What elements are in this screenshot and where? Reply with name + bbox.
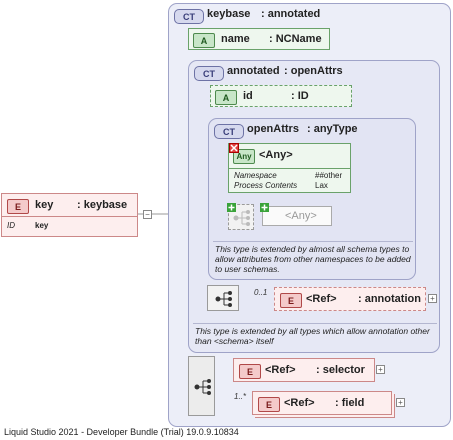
complex-type-name: openAttrs: [247, 123, 299, 135]
cardinality: 0..1: [254, 288, 268, 297]
type-note: This type is extended by all types which…: [195, 326, 430, 346]
root-element-key[interactable]: E key : keybase ID key: [1, 193, 138, 237]
element-badge: E: [258, 397, 280, 412]
attribute-id[interactable]: A id : ID: [210, 85, 352, 107]
footer-text: Liquid Studio 2021 - Developer Bundle (T…: [4, 427, 239, 437]
expand-toggle[interactable]: +: [376, 365, 385, 374]
sequence-compositor[interactable]: [207, 285, 239, 311]
element-badge: E: [7, 199, 29, 214]
ref-name: : selector: [316, 364, 365, 376]
namespace-label: Namespace: [234, 171, 277, 180]
expand-toggle[interactable]: +: [428, 294, 437, 303]
type-note: This type is extended by almost all sche…: [215, 244, 411, 274]
expand-toggle[interactable]: +: [396, 398, 405, 407]
attribute-badge: A: [215, 90, 237, 105]
prohibited-icon: [229, 143, 239, 153]
element-ref-selector[interactable]: E <Ref> : selector: [233, 358, 375, 382]
complex-type-name: annotated: [227, 65, 280, 77]
cardinality: 1..*: [234, 392, 247, 401]
ref-name: : annotation: [358, 293, 421, 305]
element-ref-field[interactable]: E <Ref> : field: [252, 391, 392, 415]
complex-type-icon: CT: [214, 124, 244, 139]
any-label: <Any>: [259, 149, 293, 161]
complex-type-icon: CT: [174, 9, 204, 24]
process-label: Process Contents: [234, 181, 298, 190]
attribute-badge: A: [193, 33, 215, 48]
element-type: : keybase: [77, 199, 128, 211]
complex-type-icon: CT: [194, 66, 224, 81]
element-name: key: [35, 199, 54, 211]
element-badge: E: [239, 364, 261, 379]
attribute-name[interactable]: A name : NCName: [188, 28, 330, 50]
divider: [2, 216, 137, 217]
namespace-value: ##other: [315, 171, 343, 180]
element-badge: E: [280, 293, 302, 308]
complex-type-base: : anyType: [307, 123, 358, 135]
add-icon: [227, 203, 236, 212]
sequence-icon: [233, 210, 250, 226]
ref-label: <Ref>: [265, 364, 296, 376]
any-attribute[interactable]: Any <Any> Namespace ##other Process Cont…: [228, 143, 351, 193]
sequence-compositor[interactable]: [228, 204, 254, 230]
any-element[interactable]: <Any>: [262, 206, 332, 226]
divider: [193, 323, 437, 324]
complex-type-name: keybase: [207, 8, 251, 20]
complex-type-base: : annotated: [261, 8, 321, 20]
ref-label: <Ref>: [284, 397, 315, 409]
divider: [213, 241, 413, 242]
attribute-type: : NCName: [269, 33, 322, 45]
sequence-icon: [194, 379, 211, 395]
any-element-label: <Any>: [285, 210, 317, 222]
element-ref-annotation[interactable]: E <Ref> : annotation: [274, 287, 426, 311]
sequence-compositor[interactable]: [188, 356, 215, 416]
ref-name: : field: [335, 397, 365, 409]
collapse-toggle[interactable]: −: [143, 210, 152, 219]
prop-value: key: [35, 221, 49, 230]
sequence-icon: [215, 291, 232, 307]
complex-type-base: : openAttrs: [284, 65, 343, 77]
add-icon: [260, 203, 269, 212]
attribute-type: : ID: [291, 90, 309, 102]
ref-label: <Ref>: [306, 293, 337, 305]
prop-label: ID: [7, 221, 15, 230]
attribute-label: id: [243, 90, 253, 102]
attribute-label: name: [221, 33, 250, 45]
process-value: Lax: [315, 181, 328, 190]
divider: [229, 168, 350, 169]
